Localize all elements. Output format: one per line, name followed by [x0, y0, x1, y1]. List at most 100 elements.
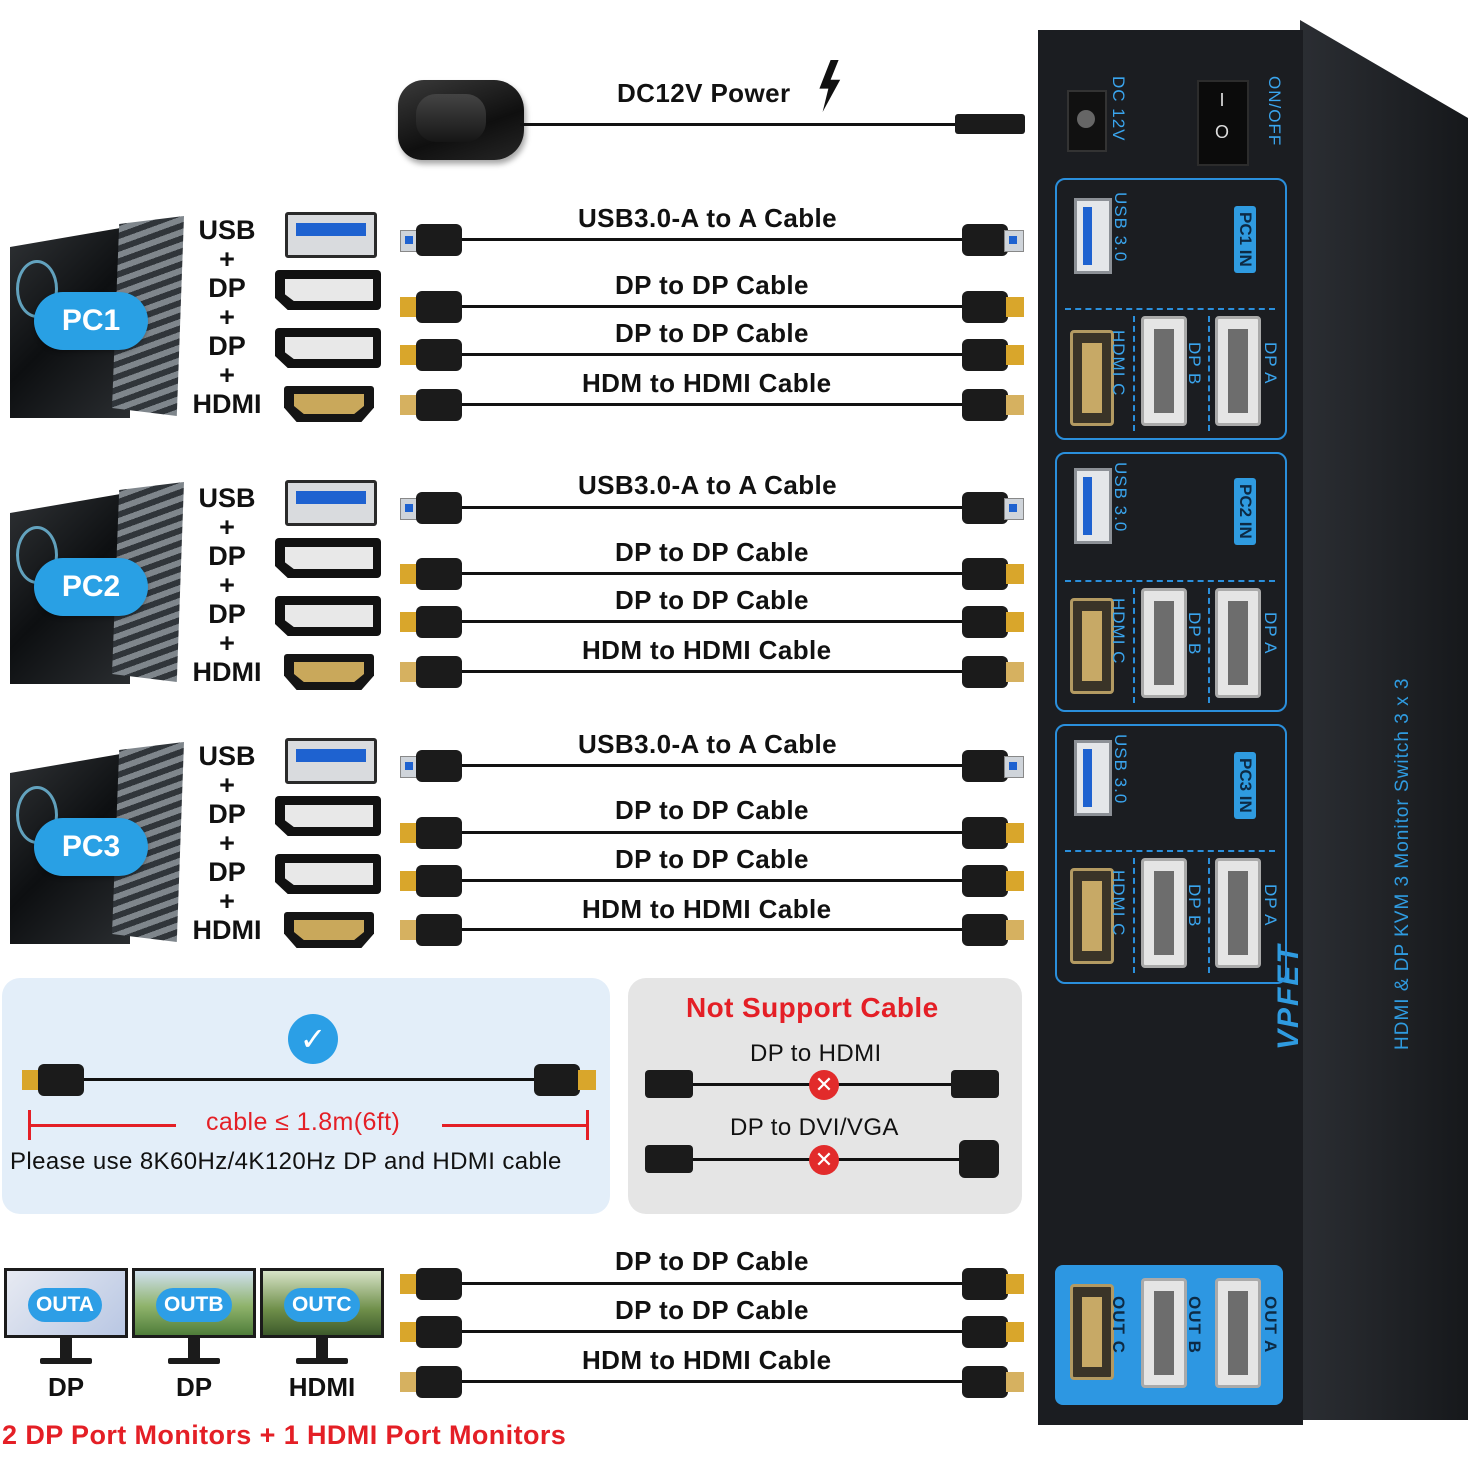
usb-port-icon[interactable]	[1074, 468, 1112, 544]
cable-line	[462, 928, 962, 931]
cable-line	[462, 670, 962, 673]
pc-in-badge: PC2 IN	[1234, 478, 1256, 545]
cable-label: HDM to HDMI Cable	[582, 1345, 832, 1375]
dp-b-label: DP B	[1185, 342, 1204, 386]
dp-a-label: DP A	[1261, 612, 1280, 655]
cable-label: DP to DP Cable	[615, 270, 809, 300]
dp-port-icon[interactable]	[1141, 588, 1187, 698]
hdmi-port-icon[interactable]	[1070, 330, 1114, 426]
dp-port-icon	[275, 854, 381, 894]
cable-label: DP to DP Cable	[615, 537, 809, 567]
monitor-label: DP	[175, 1372, 213, 1402]
monitor-outc: OUTC	[260, 1268, 384, 1368]
monitor-outb: OUTB	[132, 1268, 256, 1368]
monitor-label: HDMI	[288, 1372, 356, 1402]
pc-in-badge: PC1 IN	[1234, 206, 1256, 273]
power-cable	[520, 123, 960, 126]
cable-label: DP to DP Cable	[615, 795, 809, 825]
out-b-label: OUT B	[1185, 1296, 1204, 1354]
hdmi-c-label: HDMI C	[1109, 870, 1128, 937]
power-switch[interactable]: I O	[1197, 80, 1249, 166]
cable-line	[462, 353, 962, 356]
cable-line	[462, 620, 962, 623]
pc3-port-stack: USB+DP +DP+ HDMI	[192, 741, 262, 945]
monitor-label: DP	[47, 1372, 85, 1402]
dp-port-icon[interactable]	[1215, 858, 1261, 968]
pc3-tower: PC3	[2, 738, 184, 948]
cable-note: Please use 8K60Hz/4K120Hz DP and HDMI ca…	[10, 1148, 562, 1175]
onoff-label: ON/OFF	[1265, 76, 1284, 147]
hdmi-port-icon[interactable]	[1070, 598, 1114, 694]
dp-port-icon[interactable]	[1215, 588, 1261, 698]
cable-line	[462, 1282, 962, 1285]
dp-port-icon[interactable]	[1215, 316, 1261, 426]
cable-line	[462, 238, 962, 241]
cable-label: USB3.0-A to A Cable	[578, 470, 837, 500]
pc2-in-group	[1055, 452, 1287, 712]
usb-port-icon	[285, 212, 377, 258]
cable-line	[462, 1380, 962, 1383]
hdmi-port-icon	[284, 654, 374, 690]
dc-label: DC 12V	[1109, 76, 1128, 142]
dp-a-label: DP A	[1261, 342, 1280, 385]
usb-port-icon[interactable]	[1074, 740, 1112, 816]
dp-port-icon	[275, 596, 381, 636]
cable-label: DP to DP Cable	[615, 1246, 809, 1276]
dp-port-icon	[275, 328, 381, 368]
unsupported-item: DP to DVI/VGA	[730, 1114, 899, 1141]
cable-label: USB3.0-A to A Cable	[578, 203, 837, 233]
out-a-label: OUT A	[1261, 1296, 1280, 1354]
power-adapter	[398, 80, 524, 160]
pc1-port-stack: USB+DP +DP+ HDMI	[192, 215, 262, 419]
cable-line	[462, 506, 962, 509]
cable-line	[462, 831, 962, 834]
dp-port-icon[interactable]	[1141, 858, 1187, 968]
hdmi-c-label: HDMI C	[1109, 598, 1128, 665]
pc-badge: PC1	[34, 292, 148, 350]
hdmi-plug-icon	[951, 1070, 999, 1098]
dp-b-label: DP B	[1185, 612, 1204, 656]
dp-port-icon[interactable]	[1141, 1278, 1187, 1388]
dp-port-icon	[275, 796, 381, 836]
dc-power-jack[interactable]	[1067, 90, 1107, 152]
hdmi-port-icon	[284, 912, 374, 948]
cable-label: DP to DP Cable	[615, 1295, 809, 1325]
cable-label: HDM to HDMI Cable	[582, 368, 832, 398]
cable-label: HDM to HDMI Cable	[582, 894, 832, 924]
hdmi-c-label: HDMI C	[1109, 330, 1128, 397]
cable-label: DP to DP Cable	[615, 318, 809, 348]
usb-port-icon[interactable]	[1074, 198, 1112, 274]
cable-line	[462, 879, 962, 882]
dp-plug-icon	[645, 1070, 693, 1098]
cable-length-label: cable ≤ 1.8m(6ft)	[206, 1108, 401, 1136]
pc-badge: PC3	[34, 818, 148, 876]
hdmi-port-icon	[284, 386, 374, 422]
cable-label: HDM to HDMI Cable	[582, 635, 832, 665]
dp-port-icon[interactable]	[1141, 316, 1187, 426]
dp-port-icon	[275, 538, 381, 578]
usb-port-icon	[285, 480, 377, 526]
cable-line	[462, 1330, 962, 1333]
kvm-model: HDMI & DP KVM 3 Monitor Switch 3 x 3	[1392, 677, 1413, 1050]
hdmi-port-icon[interactable]	[1070, 1284, 1114, 1380]
dp-port-icon[interactable]	[1215, 1278, 1261, 1388]
power-label: DC12V Power	[617, 78, 791, 108]
x-icon: ✕	[809, 1070, 839, 1100]
unsupported-title: Not Support Cable	[686, 992, 939, 1023]
cable-line	[462, 764, 962, 767]
cable-line	[84, 1078, 534, 1081]
pc1-tower: PC1	[2, 212, 184, 422]
pc3-in-group	[1055, 724, 1287, 984]
pc2-port-stack: USB+DP +DP+ HDMI	[192, 483, 262, 687]
check-icon: ✓	[288, 1014, 338, 1064]
unsupported-item: DP to HDMI	[750, 1040, 882, 1067]
dp-b-label: DP B	[1185, 884, 1204, 928]
usb-label: USB 3.0	[1111, 462, 1130, 533]
vga-plug-icon	[959, 1140, 999, 1178]
cable-label: USB3.0-A to A Cable	[578, 729, 837, 759]
footer-caption: 2 DP Port Monitors + 1 HDMI Port Monitor…	[2, 1420, 567, 1450]
cable-line	[462, 403, 962, 406]
supported-cable-panel	[2, 978, 610, 1214]
hdmi-port-icon[interactable]	[1070, 868, 1114, 964]
x-icon: ✕	[809, 1145, 839, 1175]
